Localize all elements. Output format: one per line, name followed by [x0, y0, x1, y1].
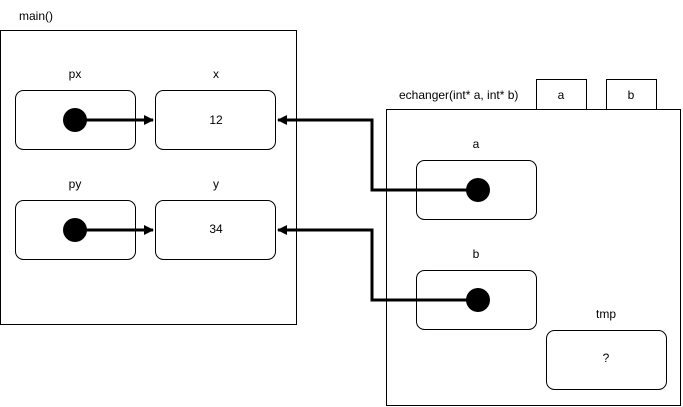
local-value-tmp: ?: [603, 351, 610, 365]
pointer-label-px: px: [69, 67, 82, 81]
pointer-label-a: a: [473, 137, 480, 151]
local-label-tmp: tmp: [596, 307, 616, 321]
var-value-y: 34: [209, 222, 223, 236]
var-value-x: 12: [209, 113, 223, 127]
var-box-y: [155, 200, 276, 260]
pointer-dot-b: [466, 288, 490, 312]
param-tab-a-label: a: [558, 88, 565, 102]
pointer-dot-a: [466, 178, 490, 202]
var-box-x: [155, 90, 276, 150]
main-frame: [0, 30, 297, 325]
local-box-tmp: [546, 330, 667, 390]
var-label-x: x: [213, 67, 219, 81]
main-frame-title: main(): [19, 9, 53, 23]
pointer-label-b: b: [473, 247, 480, 261]
var-label-y: y: [213, 177, 219, 191]
pointer-arrow-a: [277, 115, 478, 192]
pointer-dot-py: [63, 218, 87, 242]
param-tab-b: [606, 79, 657, 110]
func-signature: echanger(int* a, int* b): [399, 88, 518, 102]
pointer-label-py: py: [69, 177, 82, 191]
pointer-arrow-b: [277, 225, 478, 302]
param-tab-b-label: b: [628, 88, 635, 102]
pointer-dot-px: [63, 108, 87, 132]
